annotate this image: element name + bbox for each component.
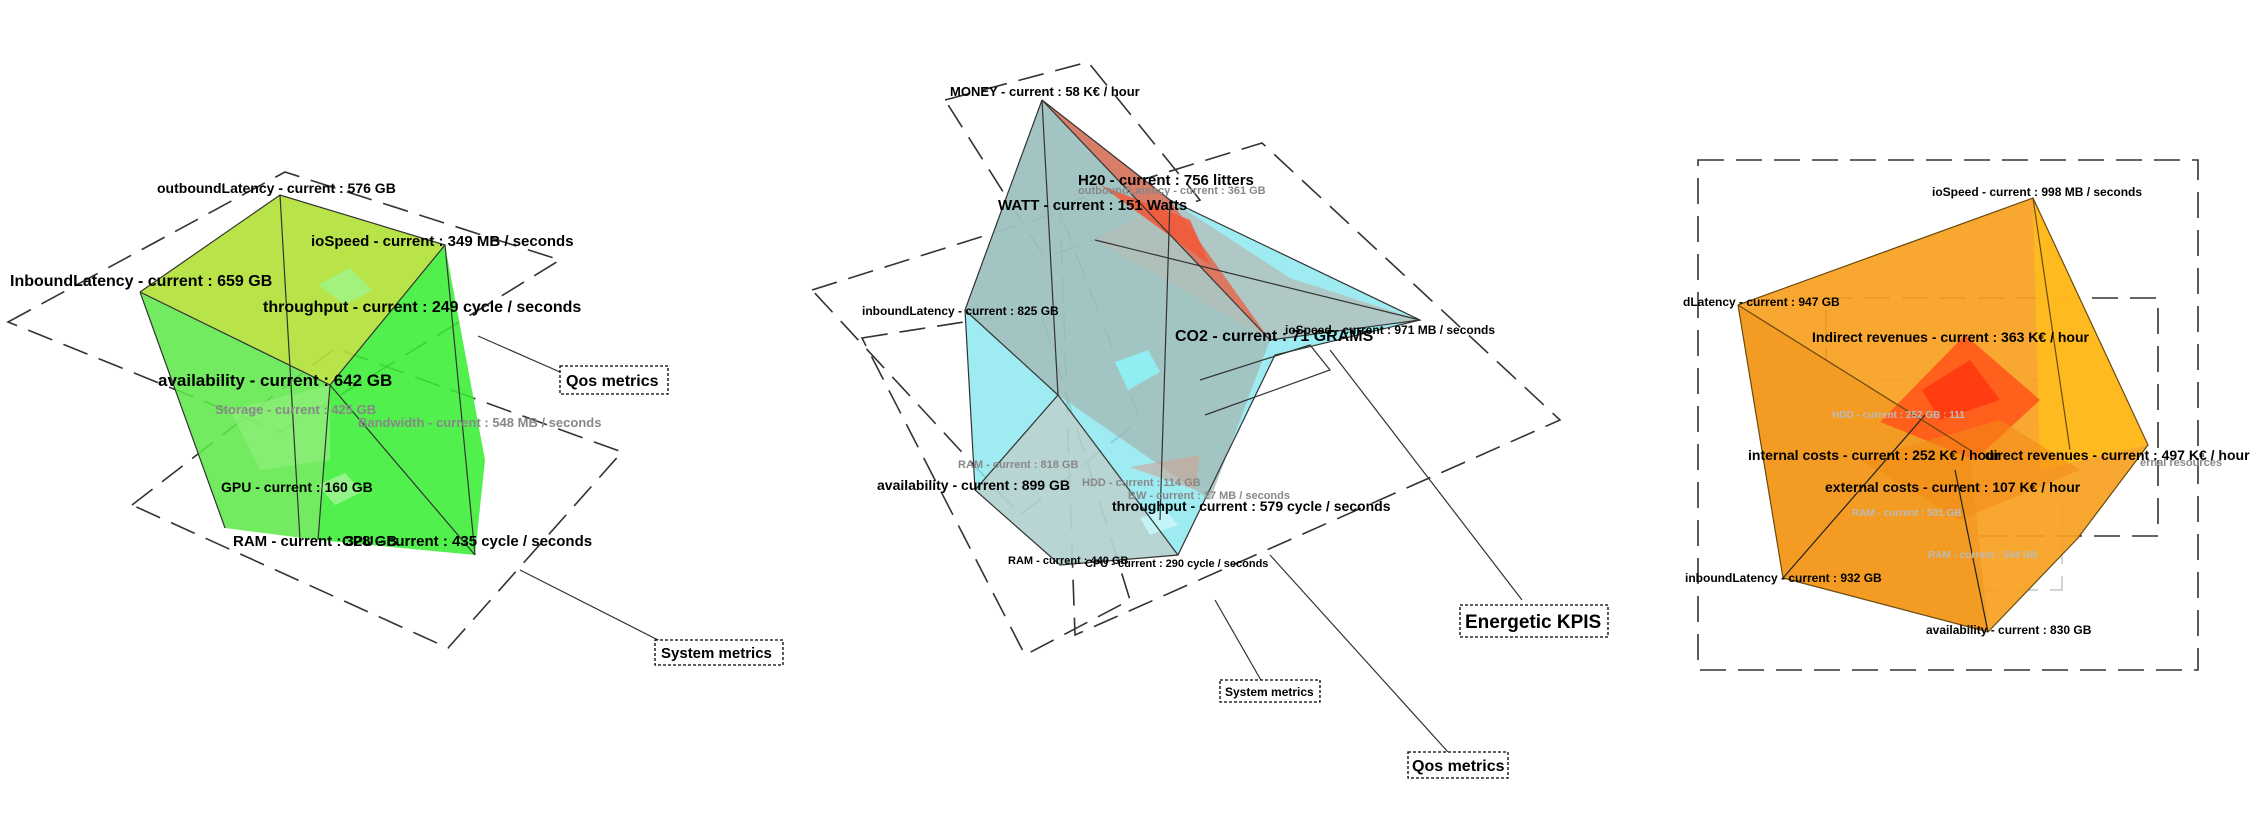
label-ram-mid: RAM - current : 440 GB — [1008, 555, 1128, 567]
grey-face-bottom — [975, 395, 1178, 565]
edge — [2032, 197, 2071, 451]
label-inbound-latency-right: inboundLatency - current : 932 GB — [1685, 571, 1882, 585]
label-external-resources: ernal resources — [2140, 457, 2222, 469]
edge — [1041, 99, 1271, 341]
system-plane-mid — [810, 211, 1141, 517]
label-ram: RAM - current : 328 GB — [233, 533, 397, 550]
svg-text:System metrics: System metrics — [661, 645, 772, 662]
edge — [964, 309, 1059, 396]
edge-detail — [1199, 344, 1331, 416]
edge — [1041, 99, 1059, 396]
label-co2: CO2 - current : 71 GRAMS — [1175, 328, 1374, 345]
system-connector — [519, 569, 663, 643]
label-cpu: CPU - current : 435 cycle / seconds — [342, 533, 592, 550]
label-indirect-revenues: Indirect revenues - current : 363 K€ / h… — [1812, 329, 2090, 345]
label-inbound-latency-mid: inboundLatency - current : 825 GB — [862, 304, 1059, 318]
outer-frame — [1697, 159, 2199, 671]
system-connector-mid — [1214, 599, 1263, 683]
edge — [1159, 199, 1171, 521]
bottom-wedge — [1130, 455, 1200, 490]
label-storage: Storage - current : 425 GB — [215, 402, 376, 417]
orange-face-left — [1738, 305, 1988, 632]
inner-hex-bottom — [318, 473, 362, 505]
label-outbound-latency-mid: outboundLatency - current : 361 GB — [1078, 185, 1266, 197]
inner-hex-mid — [1115, 350, 1160, 390]
edge — [1094, 239, 1421, 321]
inner-face — [230, 385, 330, 470]
left-diagram: outboundLatency - current : 576 GB Inbou… — [6, 171, 784, 666]
label-throughput-mid: throughput - current : 579 cycle / secon… — [1112, 498, 1391, 514]
label-ram-top: RAM - current : 818 GB — [958, 459, 1078, 471]
label-io-speed-mid: ioSpeed - current : 971 MB / seconds — [1285, 323, 1495, 337]
label-gpu: GPU - current : 160 GB — [221, 479, 373, 495]
edge — [279, 194, 301, 541]
label-outbound-latency-right: dLatency - current : 947 GB — [1683, 295, 1840, 309]
label-internal-costs: internal costs - current : 252 K€ / hour — [1748, 447, 2001, 463]
label-inbound-latency: InboundLatency - current : 659 GB — [10, 273, 272, 290]
label-bandwidth: Bandwidth - current : 548 MB / seconds — [358, 415, 601, 430]
svg-text:Qos metrics: Qos metrics — [1412, 758, 1505, 775]
label-external-costs: external costs - current : 107 K€ / hour — [1825, 479, 2081, 495]
label-hdd-right: HDD - current : 252 GB : 111 — [1832, 410, 1965, 421]
inner-face-right — [1860, 420, 2080, 520]
qos-connector-mid — [1269, 554, 1449, 753]
energetic-connector — [1329, 349, 1523, 601]
label-io-speed: ioSpeed - current : 349 MB / seconds — [311, 233, 574, 250]
svg-text:Energetic KPIS: Energetic KPIS — [1465, 612, 1601, 633]
edge — [139, 291, 226, 529]
orange-face-right — [2033, 198, 2148, 470]
grey-face-left — [965, 100, 1270, 500]
inner-hex-top — [318, 268, 372, 305]
right-face — [318, 245, 485, 555]
label-throughput: throughput - current : 249 cycle / secon… — [263, 299, 581, 316]
edge — [974, 394, 1059, 491]
svg-text:Qos metrics: Qos metrics — [566, 373, 659, 390]
qos-metrics-tag: Qos metrics — [559, 365, 669, 395]
edge — [317, 384, 331, 541]
label-io-speed-right: ioSpeed - current : 998 MB / seconds — [1932, 185, 2142, 199]
middle-diagram: MONEY - current : 58 K€ / hour H20 - cur… — [810, 61, 1609, 779]
label-outbound-latency: outboundLatency - current : 576 GB — [157, 180, 396, 196]
right-diagram: ioSpeed - current : 998 MB / seconds dLa… — [1683, 159, 2250, 671]
edge — [329, 384, 476, 556]
edge — [1057, 394, 1179, 556]
label-availability: availability - current : 642 GB — [158, 371, 392, 390]
label-ram-right: RAM - current : 501 GB — [1852, 508, 1961, 519]
label-hdd: HDD - current : 114 GB — [1082, 477, 1201, 489]
label-watt: WATT - current : 151 Watts — [998, 197, 1187, 214]
red-inner-face — [1100, 185, 1210, 265]
label-ram-right-2: RAM - current : 544 GB — [1928, 550, 2037, 561]
label-availability-right: availability - current : 830 GB — [1926, 623, 2092, 637]
edge — [1269, 319, 1421, 341]
label-availability-mid: availability - current : 899 GB — [877, 477, 1070, 493]
label-cpu-mid: CPU - current : 290 cycle / seconds — [1085, 558, 1268, 570]
red-core-inner — [1922, 360, 2000, 420]
svg-text:System metrics: System metrics — [1225, 685, 1314, 699]
label-h2o: H20 - current : 756 litters — [1078, 172, 1254, 189]
system-metrics-tag: System metrics — [654, 639, 784, 666]
energetic-kpis-tag: Energetic KPIS — [1459, 604, 1609, 638]
edge — [1737, 304, 1971, 451]
label-direct-revenues: direct revenues - current : 497 K€ / hou… — [1985, 447, 2250, 463]
edge — [444, 244, 476, 556]
label-money: MONEY - current : 58 K€ / hour — [950, 84, 1140, 99]
edge — [1782, 414, 1926, 579]
qos-metrics-tag-mid: Qos metrics — [1407, 751, 1509, 779]
edge — [1954, 469, 1989, 633]
system-metrics-tag-mid: System metrics — [1219, 679, 1321, 703]
qos-connector — [477, 335, 561, 373]
label-bw: BW - current : 27 MB / seconds — [1128, 490, 1290, 502]
